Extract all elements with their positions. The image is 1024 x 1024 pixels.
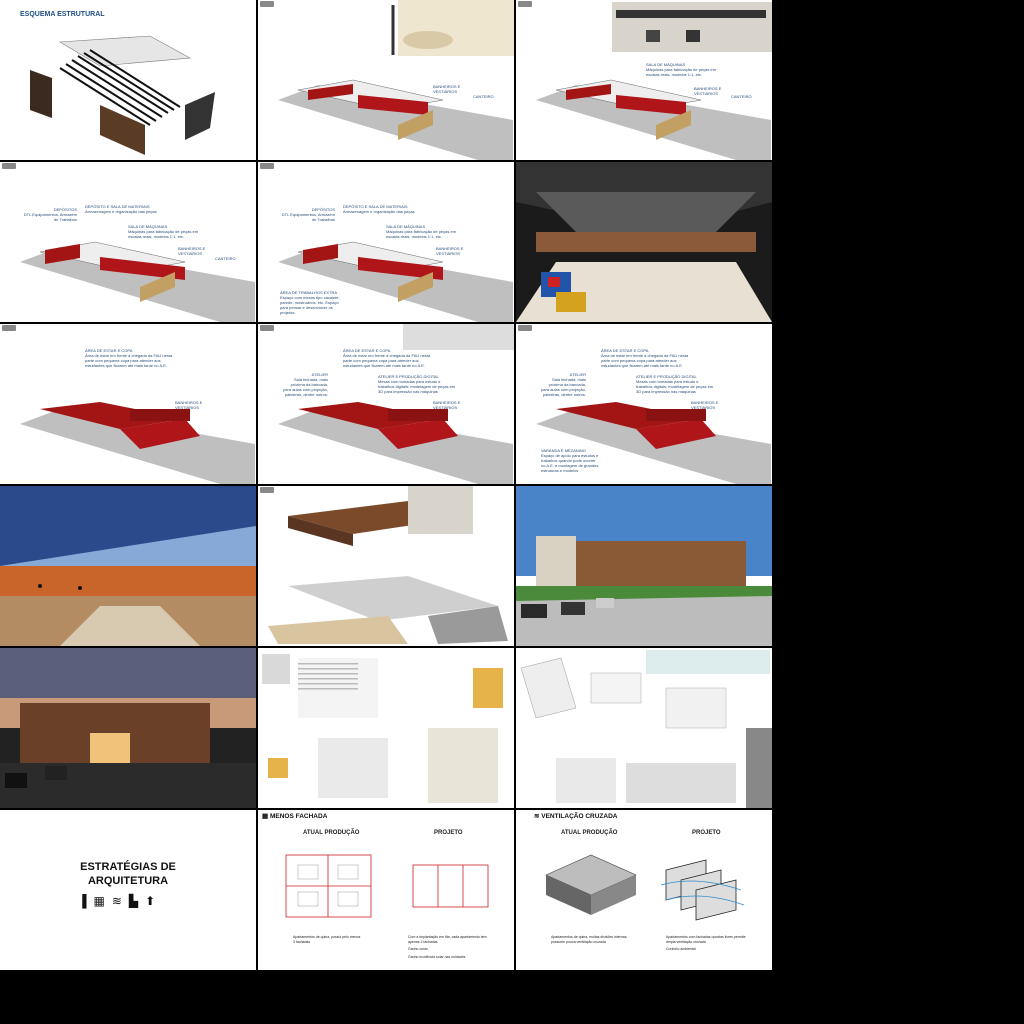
exploded-building-render: [268, 486, 508, 644]
slide-strategies[interactable]: ESTRATÉGIAS DE ARQUITETURA ▐ ▦ ≋ ▙ ⬆: [0, 810, 256, 970]
slide-tag: [260, 163, 274, 169]
board-housing-diagrams[interactable]: [516, 648, 772, 808]
slide-tag: [260, 487, 274, 493]
slide-tag: [518, 325, 532, 331]
axonometric-drawing: [278, 241, 513, 322]
caption-project: Apartamentos com fachadas opostas livres…: [666, 935, 746, 951]
wind-icon: ≋: [534, 813, 540, 820]
project-heading: PROJETO: [434, 830, 463, 836]
label-bathrooms: BANHEIROS E VESTIÁRIOS: [433, 400, 461, 410]
strategy-icons: ▐ ▦ ≋ ▙ ⬆: [78, 894, 155, 908]
label-bathrooms: BANHEIROS E VESTIÁRIOS: [694, 86, 722, 96]
slide-tag: [518, 1, 532, 7]
canopy-render: [0, 486, 256, 646]
strategies-title: ESTRATÉGIAS DE ARQUITETURA: [80, 861, 176, 887]
interior-render: [516, 162, 772, 322]
slide-title-block: ≋ VENTILAÇÃO CRUZADA: [534, 812, 617, 820]
housing-board: [516, 648, 772, 808]
slide-structural-scheme[interactable]: ESQUEMA ESTRUTURAL: [0, 0, 256, 160]
project-heading: PROJETO: [692, 830, 721, 836]
label-bathrooms: BANHEIROS E VESTIÁRIOS: [436, 246, 464, 256]
facade-icon: ▦: [262, 813, 269, 820]
exploded-structure-drawing: [30, 35, 215, 155]
caption-current: Apartamentos de quina, possui pelo menos…: [293, 935, 361, 944]
axonometric-drawing: [536, 402, 771, 484]
plan-diagrams: [285, 854, 489, 918]
analysis-board: [258, 648, 514, 808]
label-bathrooms: BANHEIROS E VESTIÁRIOS: [691, 400, 719, 410]
column-icon: ▐: [78, 894, 87, 908]
render-dusk-exterior[interactable]: [0, 648, 256, 808]
slide-title: VENTILAÇÃO CRUZADA: [541, 813, 618, 820]
person-icon: ⬆: [145, 894, 156, 908]
ventilation-diagrams: [545, 854, 745, 921]
axonometric-drawing: [20, 241, 255, 322]
label-bathrooms: BANHEIROS E VESTIÁRIOS: [178, 246, 206, 256]
street-render: [516, 486, 772, 646]
slide-tag: [2, 325, 16, 331]
slide-title-block: ▦ MENOS FACHADA: [262, 812, 327, 820]
slide-program-1[interactable]: BANHEIROS E VESTIÁRIOS CANTEIRO: [258, 0, 514, 160]
dusk-render: [0, 648, 256, 808]
label-site: CANTEIRO: [215, 256, 236, 261]
label-machine-room: SALA DE MÁQUINAS Máquinas para fabricaçã…: [646, 62, 717, 77]
caption-current: Apartamentos de quina, muitas divisões i…: [551, 935, 628, 944]
current-production-heading: ATUAL PRODUÇÃO: [561, 830, 618, 836]
slide-less-facade[interactable]: ▦ MENOS FACHADA ATUAL PRODUÇÃO PROJETO A…: [258, 810, 514, 970]
slide-tag: [2, 163, 16, 169]
render-street-view[interactable]: [516, 486, 772, 646]
facade-icon: ▦: [93, 894, 105, 908]
slide-tag: [260, 325, 274, 331]
slide-program-2[interactable]: SALA DE MÁQUINAS Máquinas para fabricaçã…: [516, 0, 772, 160]
wind-icon: ≋: [111, 894, 122, 908]
slide-tag: [260, 1, 274, 7]
slide-grid: ESQUEMA ESTRUTURAL BANHEIROS E VESTIÁRI: [0, 0, 772, 970]
axonometric-drawing: [278, 324, 514, 484]
current-production-heading: ATUAL PRODUÇÃO: [303, 830, 360, 836]
sun-icon: ▙: [128, 894, 139, 908]
axonometric-drawing: [278, 0, 514, 160]
render-canopy-exterior[interactable]: [0, 486, 256, 646]
board-site-analysis[interactable]: [258, 648, 514, 808]
label-bathrooms: BANHEIROS E VESTIÁRIOS: [175, 400, 203, 410]
axonometric-drawing: [536, 2, 772, 160]
label-site: CANTEIRO: [473, 94, 494, 99]
slide-cross-ventilation[interactable]: ≋ VENTILAÇÃO CRUZADA ATUAL PRODUÇÃO PROJ…: [516, 810, 772, 970]
caption-project: Com a implantação em fita, cada apartame…: [408, 935, 487, 959]
render-interior-hall[interactable]: [516, 162, 772, 322]
render-exploded-building[interactable]: [258, 486, 514, 646]
axonometric-drawing: [20, 402, 255, 484]
label-site: CANTEIRO: [731, 94, 752, 99]
label-bathrooms: BANHEIROS E VESTIÁRIOS: [433, 84, 461, 94]
slide-title: ESQUEMA ESTRUTURAL: [20, 11, 105, 18]
slide-title: MENOS FACHADA: [269, 813, 328, 820]
